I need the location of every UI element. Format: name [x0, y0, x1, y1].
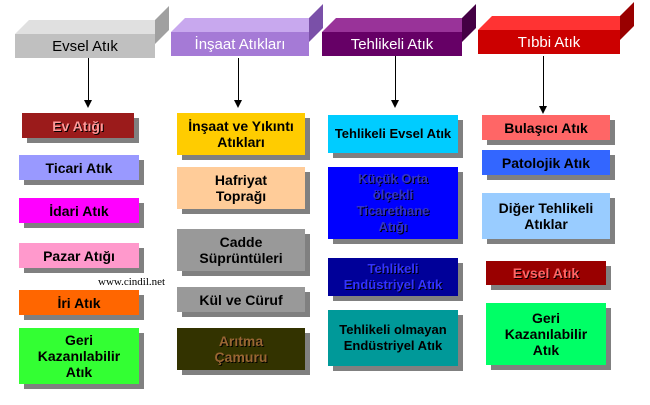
connector-line [395, 56, 396, 100]
box-tehlikeli-endustriyel-atik: Tehlikeli Endüstriyel Atık [328, 258, 458, 296]
box-ev-atigi: Ev Atığı [22, 113, 134, 138]
box-bulasici-atik: Bulaşıcı Atık [482, 115, 610, 140]
box-label: Geri Kazanılabilir Atık [37, 332, 121, 380]
connector-line [88, 58, 89, 100]
box-evsel-atik-tibbi: Evsel Atık [486, 261, 606, 285]
header-side [155, 6, 169, 44]
box-label: Cadde Süprüntüleri [199, 234, 283, 266]
box-label: Patolojik Atık [501, 154, 591, 171]
box-label: Ticari Atık [45, 159, 113, 176]
header-top [15, 20, 169, 34]
box-kul-ve-curuf: Kül ve Cüruf [177, 287, 305, 312]
box-label: Tehlikeli olmayan Endüstriyel Atık [339, 322, 447, 353]
box-label: Tehlikeli Endüstriyel Atık [343, 261, 443, 292]
header-insaat-atiklari: İnşaat Atıkları [171, 4, 323, 56]
header-side [462, 4, 476, 42]
box-cadde-supruntuleri: Cadde Süprüntüleri [177, 229, 305, 271]
box-tehlikeli-olmayan-endustriyel: Tehlikeli olmayan Endüstriyel Atık [328, 310, 458, 366]
box-label: İri Atık [57, 294, 101, 311]
header-top [322, 18, 476, 32]
box-geri-kazanilabilir-atik-tibbi: Geri Kazanılabilir Atık [486, 303, 606, 365]
box-tehlikeli-evsel-atik: Tehlikeli Evsel Atık [328, 115, 458, 153]
header-top [478, 16, 634, 30]
box-label: İnşaat ve Yıkıntı Atıkları [188, 118, 294, 150]
header-label: Evsel Atık [15, 34, 155, 58]
arrow-head [234, 100, 242, 108]
box-patolojik-atik: Patolojik Atık [482, 150, 610, 175]
box-aritma-camuru: Arıtma Çamuru [177, 328, 305, 370]
box-pazar-atigi: Pazar Atığı [19, 243, 139, 268]
header-evsel-atik: Evsel Atık [15, 6, 169, 58]
box-iri-atik: İri Atık [19, 290, 139, 315]
box-label: Ev Atığı [52, 117, 104, 134]
arrow-head [84, 100, 92, 108]
arrow-head [539, 106, 547, 114]
box-label: Pazar Atığı [43, 247, 115, 264]
box-label: Diğer Tehlikeli Atıklar [498, 200, 594, 232]
box-label: Arıtma Çamuru [214, 333, 268, 365]
header-top [171, 18, 323, 32]
box-label: İdari Atık [49, 202, 109, 219]
arrow-head [391, 100, 399, 108]
box-label: Hafriyat Toprağı [214, 172, 268, 204]
header-tehlikeli-atik: Tehlikeli Atık [322, 4, 476, 56]
header-side [620, 2, 634, 40]
box-idari-atik: İdari Atık [19, 198, 139, 223]
box-ticari-atik: Ticari Atık [19, 155, 139, 180]
box-label: Geri Kazanılabilir Atık [504, 310, 588, 358]
box-label: Bulaşıcı Atık [504, 119, 588, 136]
box-label: Kül ve Cüruf [199, 291, 283, 308]
header-tibbi-atik: Tıbbi Atık [478, 2, 634, 54]
header-label: Tehlikeli Atık [322, 32, 462, 56]
box-label: Evsel Atık [512, 265, 580, 281]
header-label: Tıbbi Atık [478, 30, 620, 54]
connector-line [238, 58, 239, 100]
box-label: Küçük Orta ölçekli Ticarethane Atığı [356, 171, 430, 234]
box-hafriyat-topragi: Hafriyat Toprağı [177, 167, 305, 209]
box-geri-kazanilabilir-atik: Geri Kazanılabilir Atık [19, 328, 139, 384]
box-insaat-ve-yikinti: İnşaat ve Yıkıntı Atıkları [177, 113, 305, 155]
watermark: www.cindil.net [98, 276, 166, 288]
box-diger-tehlikeli-atiklar: Diğer Tehlikeli Atıklar [482, 193, 610, 239]
box-label: Tehlikeli Evsel Atık [334, 126, 452, 141]
connector-line [543, 56, 544, 106]
box-kucuk-orta-olcekli: Küçük Orta ölçekli Ticarethane Atığı [328, 167, 458, 239]
header-side [309, 4, 323, 42]
header-label: İnşaat Atıkları [171, 32, 309, 56]
